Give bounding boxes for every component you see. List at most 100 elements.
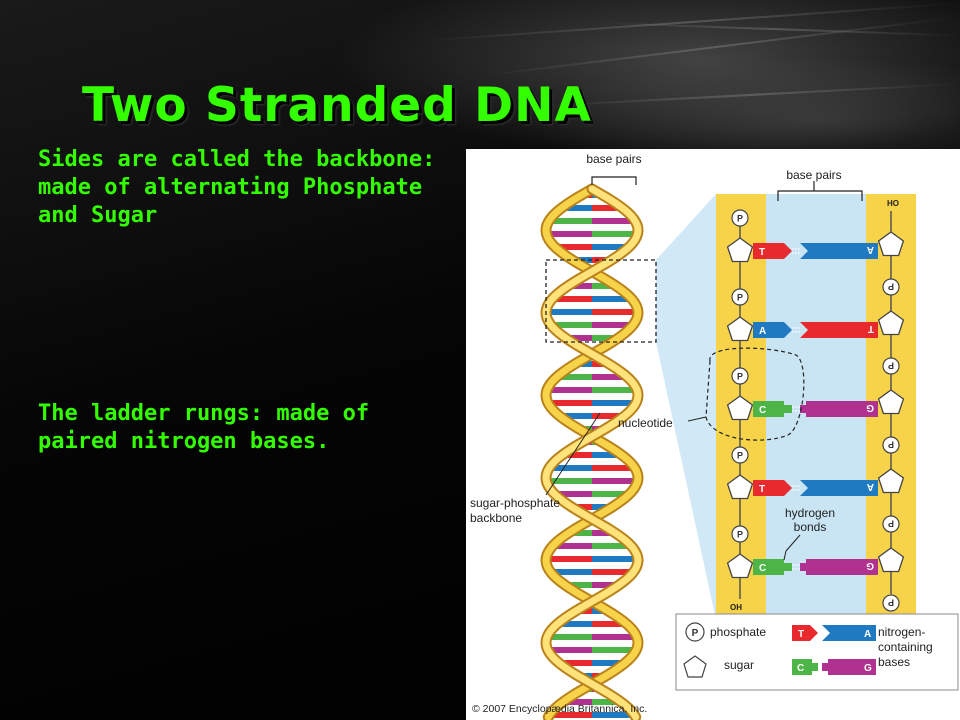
base-left bbox=[753, 243, 792, 259]
legend-sugar-icon bbox=[683, 655, 707, 678]
helix-rung bbox=[592, 374, 628, 380]
base-right-letter: G bbox=[866, 402, 874, 413]
helix-rung bbox=[592, 712, 635, 718]
helix-rung bbox=[562, 452, 592, 458]
sugar-icon bbox=[726, 395, 754, 421]
legend-phosphate-symbol: P bbox=[692, 628, 699, 639]
phosphate-icon bbox=[882, 278, 900, 296]
helix-rung bbox=[592, 699, 622, 705]
helix-rung bbox=[592, 660, 625, 666]
zoom-projection bbox=[656, 194, 716, 620]
sugar-icon bbox=[726, 237, 754, 263]
background-streak bbox=[539, 83, 960, 107]
nucleotide-outline bbox=[705, 347, 805, 441]
phosphate-symbol: P bbox=[888, 598, 894, 608]
helix-rung bbox=[559, 660, 592, 666]
helix-rung bbox=[561, 205, 592, 211]
phosphate-symbol: P bbox=[737, 451, 743, 461]
helix-rung bbox=[592, 491, 630, 497]
helix-rung bbox=[592, 205, 623, 211]
helix-rung bbox=[592, 543, 632, 549]
legend-phosphate-label: phosphate bbox=[710, 625, 766, 639]
label-ho: HO bbox=[887, 199, 899, 208]
legend-adenine bbox=[822, 625, 876, 641]
helix-rung bbox=[546, 556, 592, 562]
label-base-pairs-right: base pairs bbox=[786, 168, 841, 182]
base-left bbox=[753, 559, 792, 575]
helix-rung bbox=[552, 296, 592, 302]
phosphate-icon bbox=[731, 367, 749, 385]
slide-title: Two Stranded DNA bbox=[82, 78, 592, 133]
base-left bbox=[753, 322, 792, 338]
base-left-letter: C bbox=[759, 405, 766, 416]
helix-rung bbox=[592, 296, 632, 302]
bracket-right bbox=[777, 190, 863, 201]
helix-rung bbox=[546, 387, 592, 393]
legend-phosphate-icon bbox=[685, 622, 705, 642]
hbond-pointer-tip bbox=[783, 550, 787, 561]
phosphate-symbol: P bbox=[888, 282, 894, 292]
sugar-icon bbox=[877, 389, 905, 415]
label-nucleotide: nucleotide bbox=[618, 416, 673, 430]
base-right-letter: A bbox=[867, 481, 874, 492]
helix-rung bbox=[547, 647, 592, 653]
helix-rung bbox=[564, 582, 592, 588]
legend-bases-line1: nitrogen- bbox=[878, 625, 925, 639]
base-left bbox=[753, 401, 792, 417]
helix-rung bbox=[565, 335, 592, 341]
label-oh: OH bbox=[730, 603, 742, 612]
helix-rung bbox=[592, 452, 622, 458]
legend-cytosine bbox=[792, 659, 818, 675]
helix-rung bbox=[592, 569, 634, 575]
phosphate-symbol: P bbox=[737, 530, 743, 540]
base-right bbox=[800, 243, 878, 259]
phosphate-icon bbox=[882, 594, 900, 612]
phosphate-icon bbox=[731, 446, 749, 464]
base-right-letter: A bbox=[867, 244, 874, 255]
bullet-backbone: Sides are called the backbone: made of a… bbox=[38, 147, 436, 228]
backbone-pointer bbox=[545, 412, 601, 496]
helix-rung bbox=[556, 374, 592, 380]
base-left-letter: A bbox=[759, 326, 766, 337]
base-right-letter: T bbox=[868, 323, 874, 334]
helix-rung bbox=[592, 218, 636, 224]
helix-rung bbox=[592, 647, 637, 653]
nucleotide-pointer bbox=[687, 416, 707, 422]
phosphate-icon bbox=[731, 288, 749, 306]
helix-rung bbox=[562, 699, 592, 705]
legend-thymine-letter: T bbox=[798, 629, 804, 640]
helix-strand-back-highlight bbox=[542, 185, 642, 720]
helix-rung bbox=[547, 400, 592, 406]
legend-box bbox=[675, 613, 959, 691]
helix-rung bbox=[592, 244, 629, 250]
helix-strands bbox=[540, 183, 644, 720]
bullet-rungs: The ladder rungs: made of paired nitroge… bbox=[38, 401, 370, 454]
helix-rung bbox=[592, 478, 638, 484]
phosphate-symbol: P bbox=[737, 372, 743, 382]
legend-cytosine-letter: C bbox=[797, 663, 804, 674]
legend-guanine bbox=[822, 659, 876, 675]
label-bonds: bonds bbox=[794, 520, 827, 534]
phosphate-icon bbox=[882, 515, 900, 533]
sugar-icon bbox=[726, 316, 754, 342]
phosphate-icon bbox=[731, 209, 749, 227]
sugar-icon bbox=[726, 553, 754, 579]
helix-rung bbox=[559, 413, 592, 419]
base-left bbox=[753, 480, 792, 496]
helix-strand-front-highlight bbox=[542, 185, 642, 720]
helix-rung bbox=[592, 465, 635, 471]
helix-rung bbox=[592, 322, 634, 328]
helix-rung bbox=[552, 543, 592, 549]
helix-rung bbox=[592, 621, 627, 627]
phosphate-symbol: P bbox=[888, 361, 894, 371]
helix-rung bbox=[550, 569, 592, 575]
phosphate-symbol: P bbox=[737, 293, 743, 303]
helix-rung bbox=[549, 465, 592, 471]
phosphate-icon bbox=[731, 525, 749, 543]
legend-bases-line3: bases bbox=[878, 655, 910, 669]
helix-rung bbox=[554, 491, 592, 497]
label-base-pairs-top: base pairs bbox=[586, 152, 641, 166]
